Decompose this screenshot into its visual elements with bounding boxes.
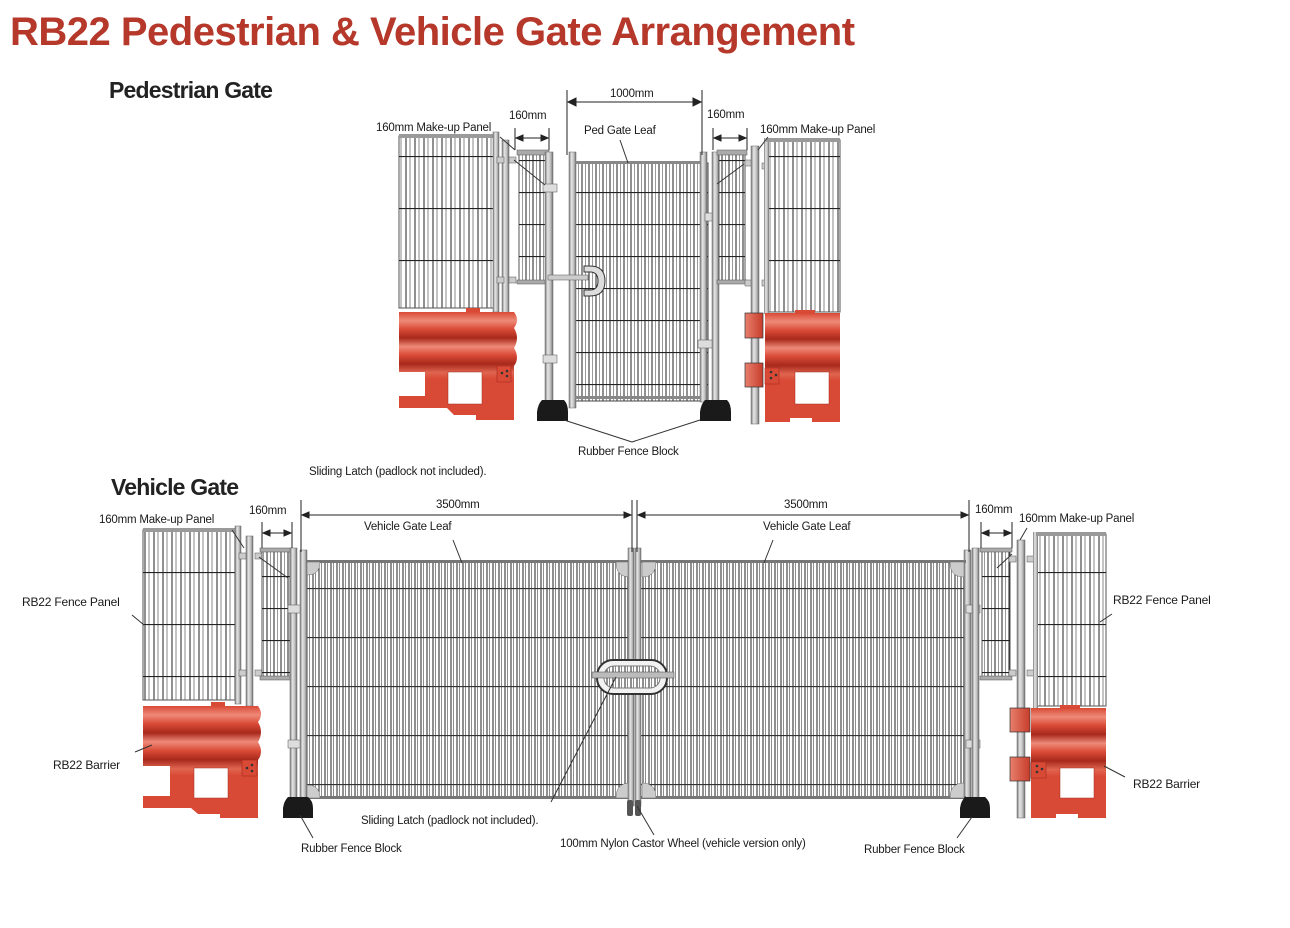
veh-label-left-rubber-block: Rubber Fence Block xyxy=(301,843,402,855)
veh-label-left-leaf: Vehicle Gate Leaf xyxy=(364,521,452,533)
ped-label-rubber-block: Rubber Fence Block xyxy=(578,446,679,458)
ped-leader-lines xyxy=(499,136,769,443)
ped-dim-right-makeup: 160mm xyxy=(707,109,745,121)
ped-right-fence-panel xyxy=(764,138,841,314)
veh-right-makeup-panel xyxy=(979,547,1013,681)
ped-dim-left-makeup: 160mm xyxy=(509,110,547,122)
page-title: RB22 Pedestrian & Vehicle Gate Arrangeme… xyxy=(10,10,855,54)
veh-dimensions xyxy=(261,500,1013,552)
veh-label-right-barrier: RB22 Barrier xyxy=(1133,777,1200,791)
veh-label-left-makeup-panel: 160mm Make-up Panel xyxy=(99,514,215,526)
veh-left-fence-panel xyxy=(142,525,242,705)
veh-label-right-rubber-block: Rubber Fence Block xyxy=(864,844,965,856)
ped-dim-gate-width: 1000mm xyxy=(610,88,654,100)
veh-left-barrier xyxy=(143,702,261,818)
ped-left-rubber-block xyxy=(537,400,568,421)
veh-dim-right-makeup: 160mm xyxy=(975,504,1013,516)
ped-label-right-makeup-panel: 160mm Make-up Panel xyxy=(760,124,876,136)
pedestrian-gate-heading: Pedestrian Gate xyxy=(109,77,273,103)
veh-right-barrier xyxy=(1009,705,1106,818)
veh-label-left-barrier: RB22 Barrier xyxy=(53,758,120,772)
ped-left-makeup-panel xyxy=(516,149,550,285)
ped-label-left-makeup-panel: 160mm Make-up Panel xyxy=(376,122,492,134)
veh-label-sliding-latch: Sliding Latch (padlock not included). xyxy=(361,815,539,827)
veh-label-castor-wheel: 100mm Nylon Castor Wheel (vehicle versio… xyxy=(560,838,806,850)
veh-right-gate-leaf xyxy=(639,549,972,803)
veh-right-fence-panel xyxy=(1033,532,1107,708)
veh-dim-right-leaf: 3500mm xyxy=(784,499,828,511)
veh-label-right-leaf: Vehicle Gate Leaf xyxy=(763,521,851,533)
ped-right-barrier xyxy=(744,310,840,422)
ped-label-gate-leaf: Ped Gate Leaf xyxy=(584,125,656,137)
ped-right-rubber-block xyxy=(700,400,731,421)
veh-label-right-makeup-panel: 160mm Make-up Panel xyxy=(1019,513,1135,525)
ped-dimensions xyxy=(514,90,748,155)
veh-left-rubber-block xyxy=(283,797,313,818)
veh-dim-left-leaf: 3500mm xyxy=(436,499,480,511)
ped-right-makeup-panel xyxy=(716,149,748,285)
veh-left-gate-leaf xyxy=(299,549,633,803)
ped-label-sliding-latch: Sliding Latch (padlock not included). xyxy=(309,466,487,478)
veh-dim-left-makeup: 160mm xyxy=(249,505,287,517)
ped-left-barrier xyxy=(399,308,517,420)
veh-label-right-fence-panel: RB22 Fence Panel xyxy=(1113,593,1211,607)
ped-left-fence-panel xyxy=(398,131,500,313)
veh-leader-lines xyxy=(131,527,1126,839)
veh-label-left-fence-panel: RB22 Fence Panel xyxy=(22,595,120,609)
veh-right-rubber-block xyxy=(960,797,990,818)
veh-sliding-latch xyxy=(591,659,675,695)
ped-gate-leaf xyxy=(547,151,709,409)
veh-left-makeup-panel xyxy=(259,547,293,681)
vehicle-gate-heading: Vehicle Gate xyxy=(111,474,239,500)
